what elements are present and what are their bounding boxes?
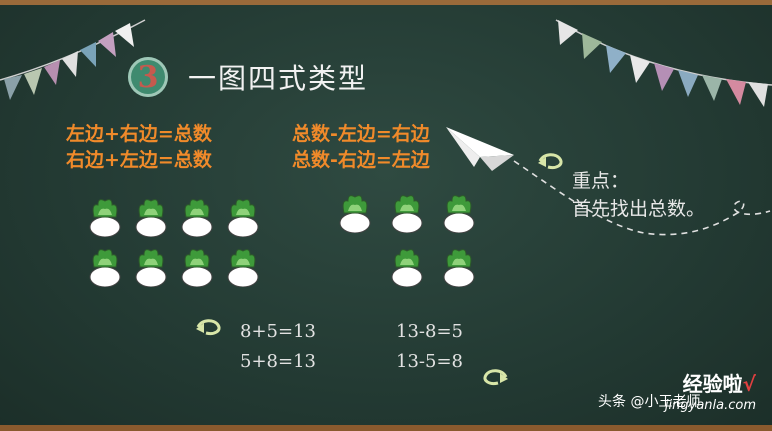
check-icon: √ [742,372,756,396]
curl-arrow-icon [483,369,508,385]
cabbage-pot-icon [227,249,259,287]
cabbage-pot-icon [443,195,475,233]
curl-arrow-icon [538,153,563,169]
key-point-note: 重点： 首先找出总数。 [572,167,705,223]
equation-line: 8+5=13 [240,321,316,342]
left-equations: 左边+右边=总数 右边+左边=总数 [66,121,212,173]
section-number-badge: 3 [128,57,168,97]
paper-plane-icon [446,127,771,236]
equation-line: 总数-右边=左边 [292,149,430,171]
bunting-right-decoration [555,19,772,107]
addition-equations: 8+5=13 5+8=13 [240,317,316,377]
cabbage-pot-icon [443,249,475,287]
cabbage-pot-icon [391,249,423,287]
cabbage-pot-icon [135,249,167,287]
cabbage-pot-icon [181,249,213,287]
cabbage-pot-icon [391,195,423,233]
right-equations: 总数-左边=右边 总数-右边=左边 [292,121,430,173]
cabbage-pot-icon [89,199,121,237]
equation-line: 5+8=13 [240,351,316,372]
cabbage-pot-icon [181,199,213,237]
curl-arrow-icon [196,319,221,335]
equation-line: 右边+左边=总数 [66,149,212,171]
toutiao-watermark: 头条 @小王老师 [598,394,701,410]
equation-line: 13-5=8 [396,351,463,372]
cabbage-pot-icon [89,249,121,287]
cabbage-pot-icon [135,199,167,237]
note-heading: 重点： [572,170,630,192]
cabbage-pot-icon [339,195,371,233]
jingyanla-logo: 经验啦√ [682,372,756,396]
equation-line: 13-8=5 [396,321,463,342]
bunting-left-decoration [0,19,146,100]
subtraction-equations: 13-8=5 13-5=8 [396,317,463,377]
jingyanla-url: jingyanla.com [664,398,756,413]
equation-line: 左边+右边=总数 [66,123,212,145]
page-title: 一图四式类型 [188,62,369,95]
note-text: 首先找出总数。 [572,198,706,220]
cabbage-pot-icon [227,199,259,237]
equation-line: 总数-左边=右边 [292,123,430,145]
